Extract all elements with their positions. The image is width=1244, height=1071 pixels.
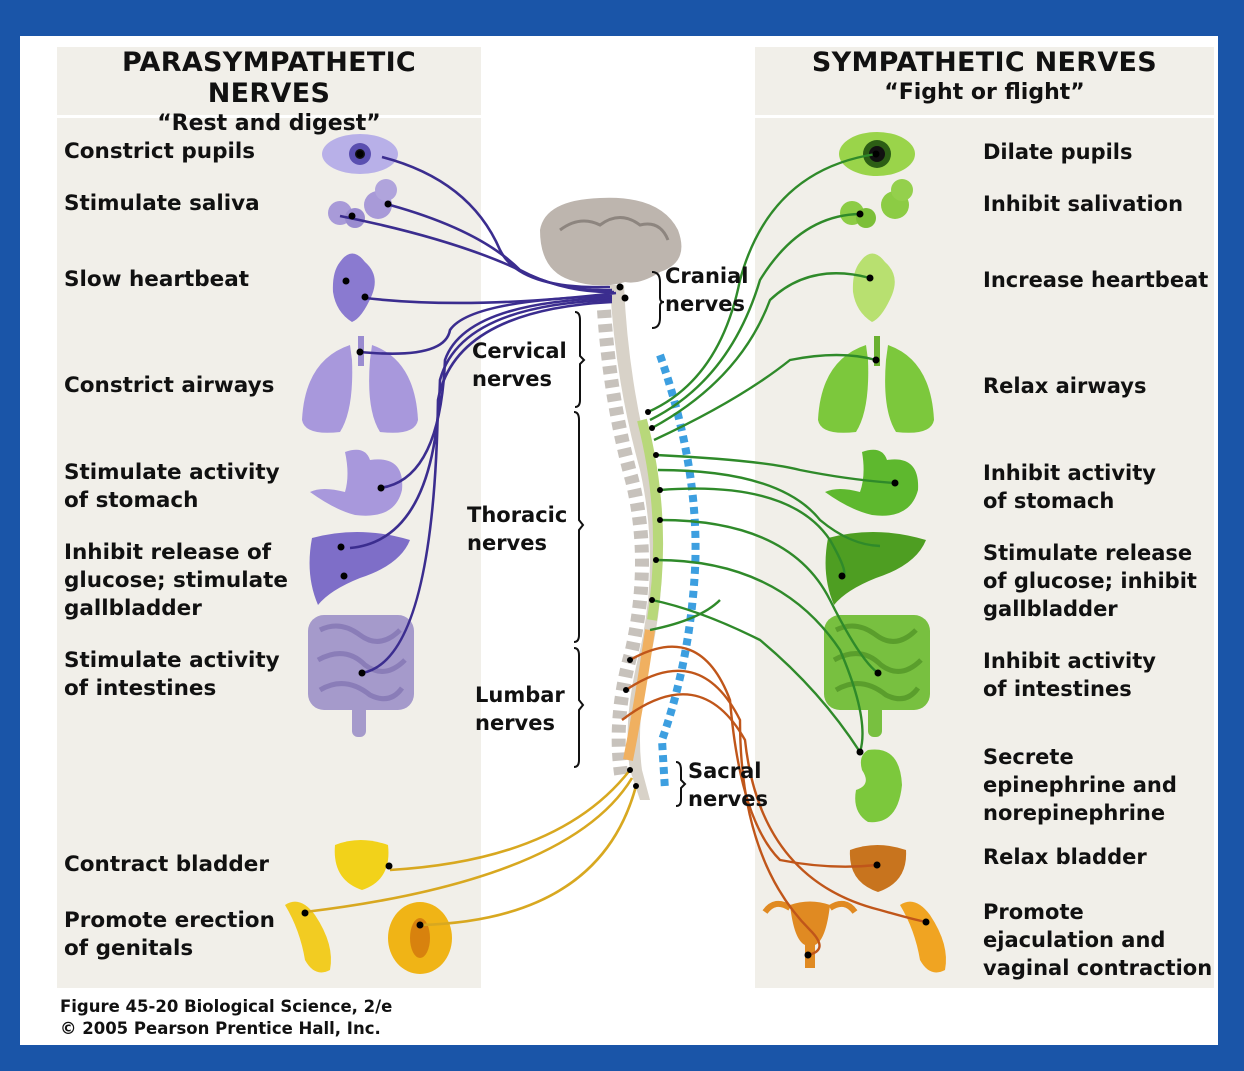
sym-label-pupils: Dilate pupils <box>983 138 1133 166</box>
liver-icon-sym <box>826 532 926 605</box>
uterus-icon <box>765 902 855 969</box>
para-label-bladder: Contract bladder <box>64 851 269 879</box>
para-label-genitals: Promote erection of genitals <box>64 907 275 963</box>
sym-label-stomach: Inhibit activity of stomach <box>983 459 1156 515</box>
para-label-pupils: Constrict pupils <box>64 138 255 166</box>
stomach-icon-sym <box>825 450 918 516</box>
adrenal-kidney-icon <box>855 749 902 822</box>
label-cranial-nerves: Cranial nerves <box>665 262 748 318</box>
bladder-icon <box>335 840 389 890</box>
penis-icon-sym <box>900 902 946 973</box>
label-lumbar-nerves: Lumbar nerves <box>475 681 565 737</box>
sym-label-salivation: Inhibit salivation <box>983 190 1183 218</box>
heart-icon-sym <box>853 254 895 323</box>
liver-icon <box>310 532 410 605</box>
sym-label-epinephrine: Secrete epinephrine and norepinephrine <box>983 743 1177 827</box>
para-label-intestines: Stimulate activity of intestines <box>64 647 280 703</box>
label-cervical-nerves: Cervical nerves <box>472 337 567 393</box>
brain-icon <box>540 198 681 286</box>
stomach-icon <box>310 450 402 516</box>
bladder-icon-sym <box>850 845 906 892</box>
sym-label-heartbeat: Increase heartbeat <box>983 266 1208 294</box>
para-label-glucose: Inhibit release of glucose; stimulate ga… <box>64 539 288 623</box>
sym-label-ejaculation: Promote ejaculation and vaginal contract… <box>983 898 1212 982</box>
para-label-airways: Constrict airways <box>64 372 274 400</box>
label-sacral-nerves: Sacral nerves <box>688 757 768 813</box>
sym-label-glucose: Stimulate release of glucose; inhibit ga… <box>983 539 1197 623</box>
sympathetic-organs <box>765 132 946 972</box>
heart-icon <box>333 254 375 323</box>
sym-label-airways: Relax airways <box>983 372 1146 400</box>
label-thoracic-nerves: Thoracic nerves <box>467 501 567 557</box>
salivary-glands-icon-sym <box>840 179 913 228</box>
sym-label-bladder: Relax bladder <box>983 843 1147 871</box>
lungs-icon-sym <box>818 336 934 433</box>
figure-caption: Figure 45-20 Biological Science, 2/e © 2… <box>60 996 392 1040</box>
para-label-heartbeat: Slow heartbeat <box>64 266 249 294</box>
para-label-saliva: Stimulate saliva <box>64 190 260 218</box>
sym-label-intestines: Inhibit activity of intestines <box>983 647 1156 703</box>
para-label-stomach: Stimulate activity of stomach <box>64 459 280 515</box>
